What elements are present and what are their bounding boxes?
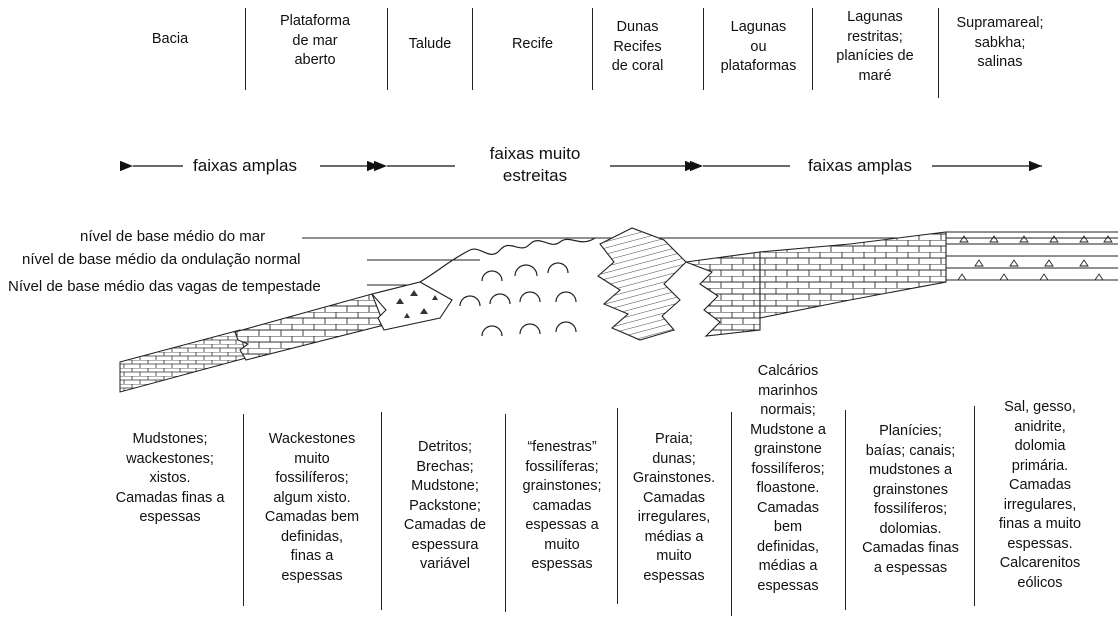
description-divider — [243, 414, 244, 606]
description-divider — [381, 412, 382, 610]
description-plataforma: Wackestones muito fossilíferos; algum xi… — [247, 430, 377, 586]
description-dunas: Praia; dunas; Grainstones. Camadas irreg… — [620, 430, 728, 586]
reef-mounds — [460, 263, 576, 336]
reef-core — [598, 228, 686, 340]
description-divider — [617, 408, 618, 604]
evaporite-symbols — [958, 236, 1112, 280]
description-talude: Detritos; Brechas; Mudstone; Packstone; … — [386, 438, 504, 575]
description-divider — [505, 414, 506, 612]
description-recife: “fenestras” fossilíferas; grainstones; c… — [508, 438, 616, 575]
slope-debris-wedge — [372, 282, 452, 330]
lagoon-platform — [686, 252, 760, 336]
description-supramareal: Sal, gesso, anidrite, dolomia primária. … — [975, 398, 1105, 593]
open-shelf-wedge — [235, 294, 384, 360]
basin-wedge — [120, 330, 246, 392]
tidal-flat-wedge — [760, 232, 946, 318]
description-divider — [845, 410, 846, 610]
description-lagunas: Calcários marinhos normais; Mudstone a g… — [733, 362, 843, 596]
supratidal-beds — [946, 232, 1118, 282]
description-lagunas-restritas: Planícies; baías; canais; mudstones a gr… — [848, 422, 973, 578]
description-divider — [731, 412, 732, 616]
description-bacia: Mudstones; wackestones; xistos. Camadas … — [100, 430, 240, 528]
